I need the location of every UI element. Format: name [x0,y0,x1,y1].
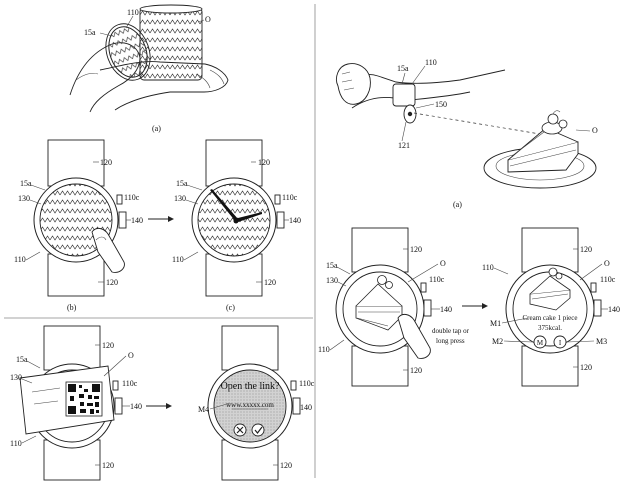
label-m3: M3 [596,337,607,346]
label-o: O [205,15,211,24]
label-110-b: 110 [14,255,26,264]
label-o-r: O [592,126,598,135]
double-tap-text-2: long press [436,337,465,345]
label-120-top-tap: 120 [410,245,422,254]
label-120-link: 120 [280,461,292,470]
label-140-c: 140 [289,216,301,225]
label-15a-b: 15a [20,179,32,188]
menu-i-button[interactable]: I [553,335,567,349]
svg-text:I: I [559,339,562,347]
qr-code-icon [65,381,103,417]
food-name: Cream cake 1 piece [523,314,578,322]
label-110c-b: 110c [124,193,140,202]
figure-b: 120 15a 130 110c 140 110 120 (b) [14,139,143,312]
cup [139,4,203,81]
label-120-bot-b: 120 [106,278,118,287]
minute-hand [234,212,262,223]
label-110c-qr: 110c [122,379,138,388]
label-110c-link: 110c [299,379,315,388]
label-110-c: 110 [172,255,184,264]
label-130-c: 130 [174,194,186,203]
label-130-b: 130 [18,194,30,203]
label-110c-tap: 110c [429,275,445,284]
cake-icon [483,110,597,189]
link-url[interactable]: www.xxxxx.com [226,401,274,409]
figure-a-left: 110 15a O (a) [69,4,229,133]
svg-text:M: M [537,339,544,347]
label-150: 150 [435,100,447,109]
label-120-bot-info: 120 [580,363,592,372]
confirm-check-icon[interactable] [251,423,265,437]
label-15a-qr: 15a [16,355,28,364]
label-120-top-qr: 120 [102,341,114,350]
hand-icon [336,63,371,105]
double-tap-text-1: double tap or [432,327,470,335]
label-130-tap: 130 [326,276,338,285]
label-110-info: 110 [482,263,494,272]
arrow-right-icon [146,403,172,409]
label-m2: M2 [492,337,503,346]
label-o-tap: O [440,259,446,268]
label-130-qr: 130 [10,373,22,382]
finger-icon [91,227,125,273]
label-110c-info: 110c [600,275,616,284]
arrow-right-icon [462,303,488,309]
label-o-qr: O [128,351,134,360]
label-110-qr: 110 [10,439,22,448]
cake-icon [529,267,571,311]
label-120-bot-tap: 120 [410,366,422,375]
label-120-top-b: 120 [100,158,112,167]
label-110: 110 [127,8,139,17]
label-120-bot-qr: 120 [102,461,114,470]
label-140-info: 140 [608,305,620,314]
caption-a-left: (a) [152,124,161,133]
caption-b: (b) [67,303,77,312]
label-140-qr: 140 [130,402,142,411]
label-15a-tap: 15a [326,261,338,270]
label-120-top-c: 120 [258,158,270,167]
label-120-top-info: 120 [580,245,592,254]
arrow-right-icon [148,216,174,222]
label-140-tap: 140 [440,305,452,314]
caption-c: (c) [226,303,235,312]
food-kcal: 375kcal. [538,324,562,332]
label-m4: M4 [198,405,209,414]
label-m1: M1 [490,319,501,328]
label-15a: 15a [84,28,96,37]
label-o-info: O [604,259,610,268]
label-110c-c: 110c [282,193,298,202]
label-121: 121 [398,141,410,150]
gray-screen [213,369,287,443]
cancel-x-icon[interactable] [233,423,247,437]
menu-m-button[interactable]: M [533,335,547,349]
figure-qr-watch: 120 15a 130 O 110c 140 110 120 [10,325,142,481]
cake-icon [355,275,403,331]
label-140-link: 140 [300,403,312,412]
figure-cake-tap: double tap or long press 120 15a 130 O 1… [318,227,470,387]
figure-c: 120 15a 130 110c 140 110 120 (c) [172,139,301,312]
figure-link-watch: Open the link? www.xxxxx.com M4 110c 140… [198,325,315,481]
label-15a-c: 15a [176,179,188,188]
panel-dividers [4,4,316,478]
label-15a-r: 15a [397,64,409,73]
label-140-b: 140 [131,216,143,225]
finger-icon [397,313,431,359]
hour-hand [210,189,238,222]
figure-cake-info: Cream cake 1 piece 375kcal. M I 120 O 11… [482,227,620,387]
caption-a-right: (a) [453,200,462,209]
open-link-prompt: Open the link? [221,381,280,392]
label-120-bot-c: 120 [264,278,276,287]
figure-a-right: 15a 110 150 121 O (a) [336,58,598,209]
label-110-r: 110 [425,58,437,67]
label-110-tap: 110 [318,345,330,354]
